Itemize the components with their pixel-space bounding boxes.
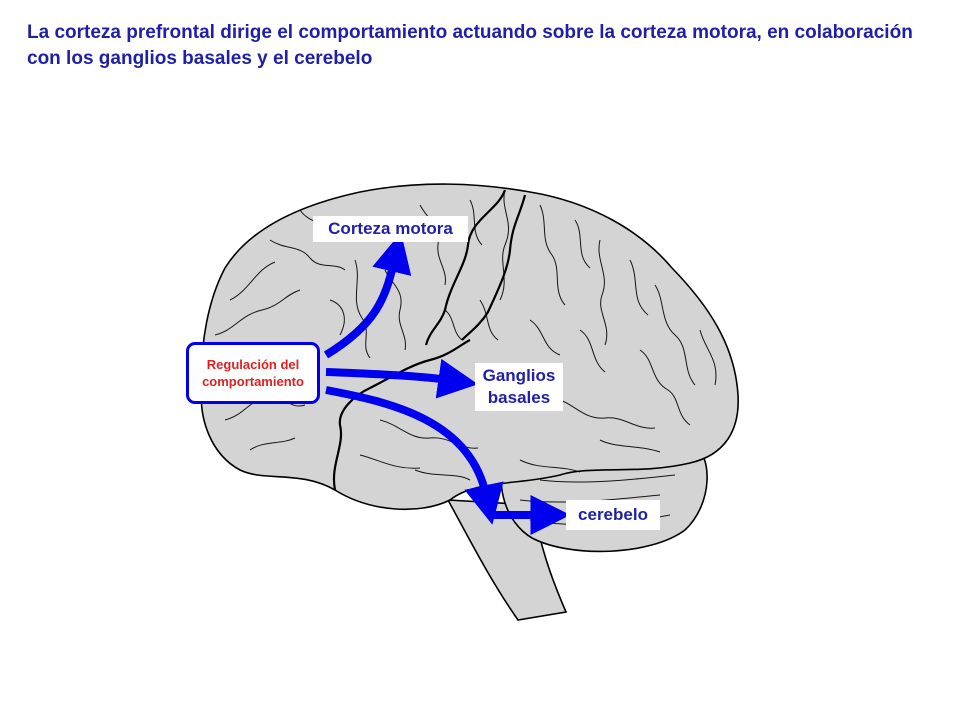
source-box-behavior-regulation: Regulación del comportamiento: [186, 342, 320, 404]
arrow-to-basal-ganglia: [325, 358, 479, 399]
cerebrum-shape: [200, 183, 739, 511]
label-basal-ganglia: Ganglios basales: [475, 363, 563, 411]
slide-title: La corteza prefrontal dirige el comporta…: [27, 22, 913, 69]
arrow-to-motor-cortex: [323, 232, 412, 359]
source-box-line1: Regulación del: [206, 357, 300, 372]
arrows: [323, 232, 571, 535]
label-basal-ganglia-line2: basales: [487, 388, 551, 407]
arrow-to-cerebellum: [325, 386, 504, 525]
label-motor-cortex: Corteza motora: [313, 216, 468, 242]
brain-fissures: [332, 189, 527, 491]
source-box-line2: comportamiento: [202, 374, 304, 389]
label-cerebellum: cerebelo: [566, 500, 660, 530]
label-basal-ganglia-line1: Ganglios: [482, 366, 556, 385]
